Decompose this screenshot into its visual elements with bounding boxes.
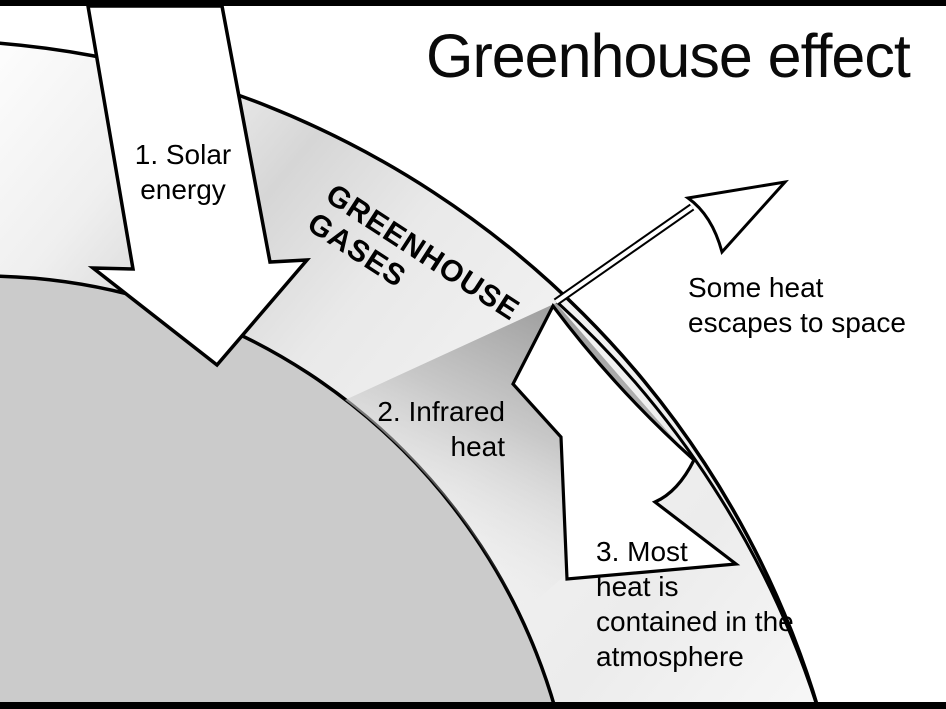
contained-heat-label-line1: 3. Most (596, 536, 688, 567)
escape-arrow-head (684, 179, 789, 256)
frame-bottom (0, 702, 946, 709)
infrared-heat-label: 2. Infrared heat (345, 394, 505, 464)
atmosphere-boundary-line (555, 300, 819, 707)
contained-heat-label-line4: atmosphere (596, 641, 744, 672)
escaping-heat-label-line1: Some heat (688, 272, 824, 303)
escape-arrow-shaft-core (554, 205, 694, 304)
contained-heat-label: 3. Most heat is contained in the atmosph… (596, 534, 794, 674)
solar-energy-label: 1. Solar energy (112, 137, 254, 207)
page-title: Greenhouse effect (426, 22, 911, 90)
infrared-heat-label-line1: 2. Infrared (377, 396, 505, 427)
infrared-heat-label-line2: heat (450, 431, 506, 462)
frame-top (0, 0, 946, 6)
solar-energy-label-line2: energy (140, 174, 226, 205)
solar-energy-label-line1: 1. Solar (134, 139, 232, 170)
solar-energy-arrow (85, 4, 311, 368)
escaping-heat-label: Some heat escapes to space (688, 270, 906, 340)
escaping-heat-label-line2: escapes to space (688, 307, 906, 338)
contained-heat-label-line3: contained in the (596, 606, 794, 637)
earth (0, 274, 558, 709)
contained-heat-label-line2: heat is (596, 571, 679, 602)
